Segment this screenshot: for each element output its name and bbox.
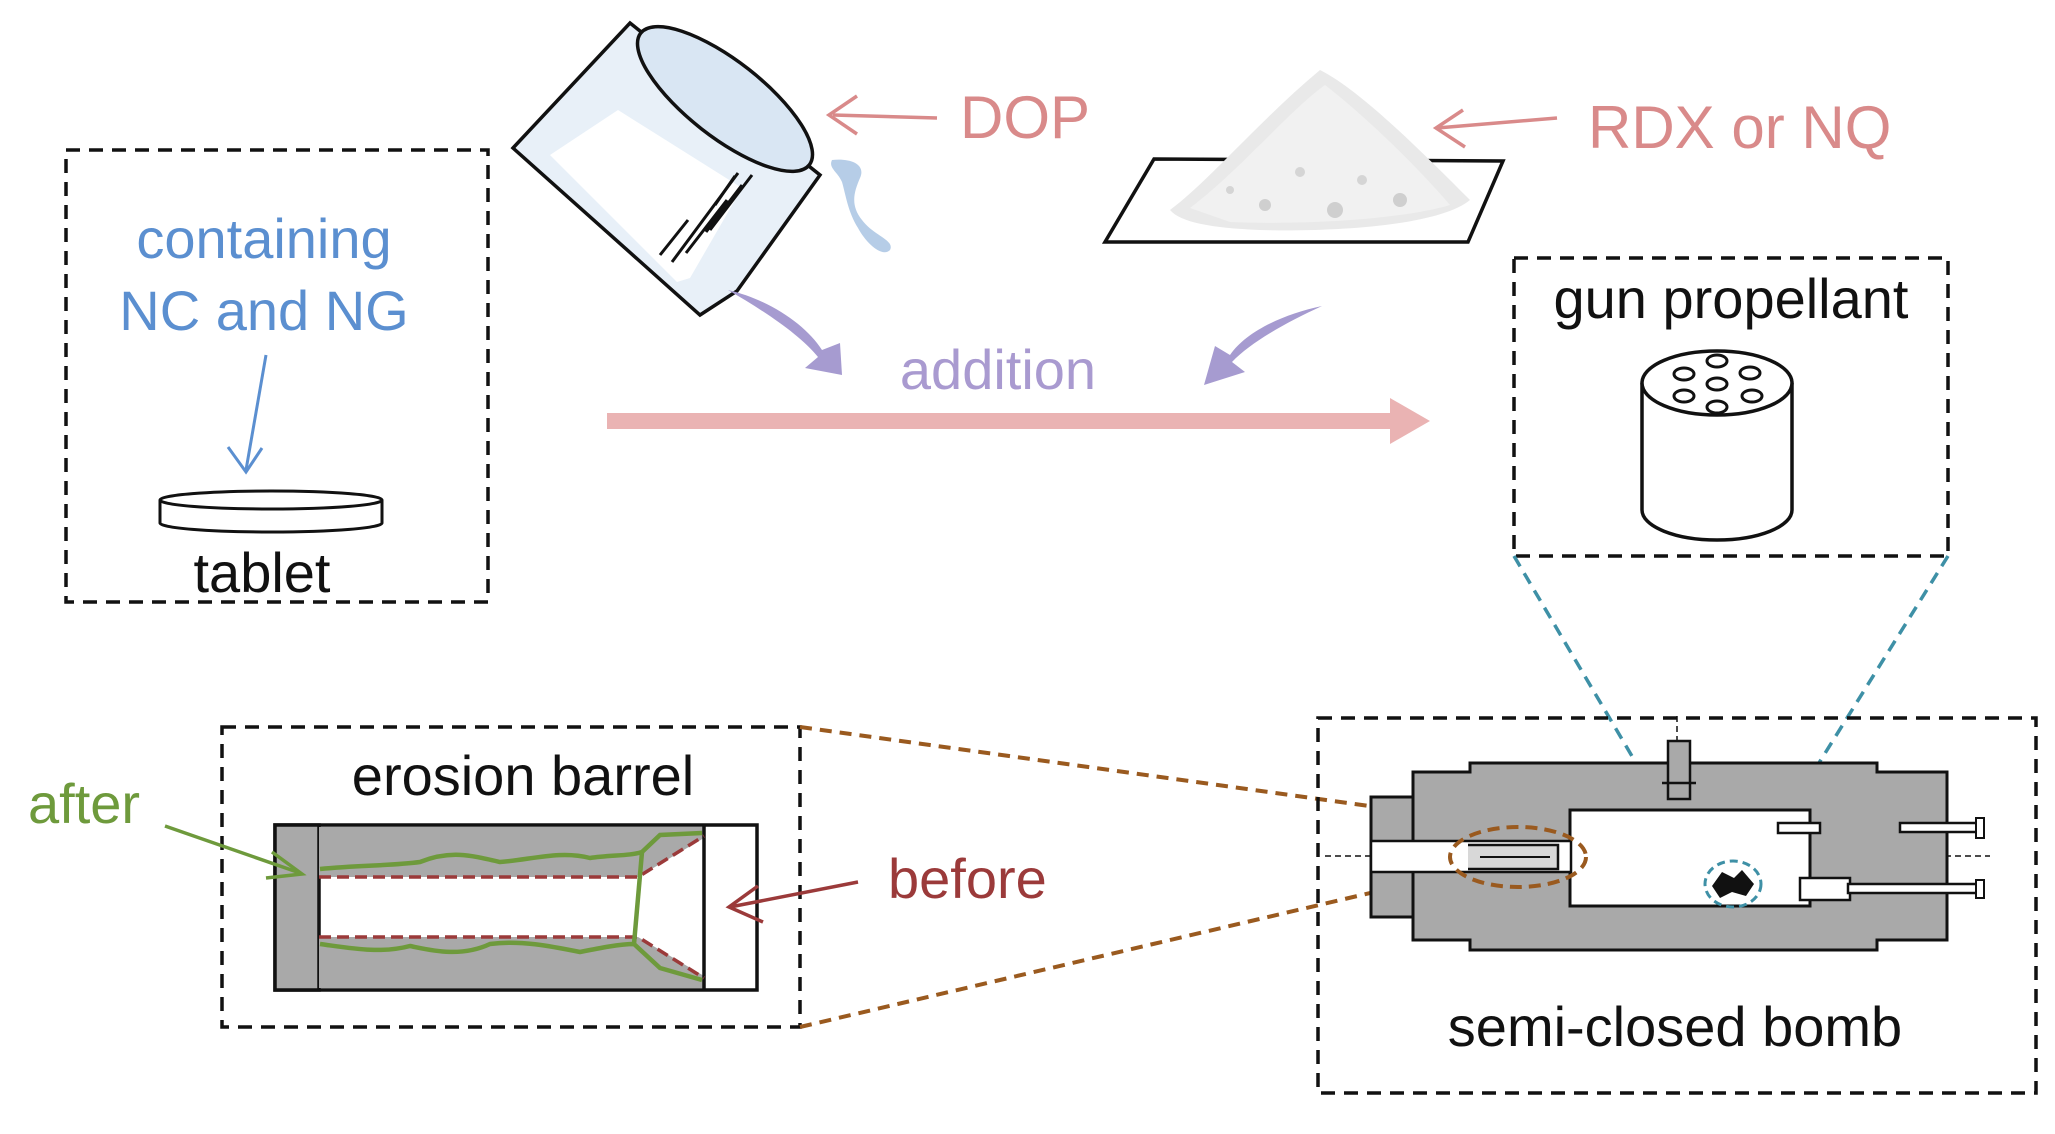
erosion-barrel-label: erosion barrel <box>352 744 694 807</box>
main-process-arrow <box>607 398 1430 444</box>
tablet-label: tablet <box>194 541 331 604</box>
gun-propellant-label: gun propellant <box>1554 267 1909 330</box>
erosion-barrel-box: erosion barrel <box>220 725 802 1029</box>
propellant-grain-icon <box>1640 349 1794 542</box>
rdx-pointer <box>1432 108 1558 149</box>
before-label: before <box>888 847 1047 910</box>
left-curved-arrow <box>728 290 842 375</box>
containing-label-line1: containing <box>136 207 391 270</box>
after-label: after <box>28 772 140 835</box>
containing-label-line2: NC and NG <box>119 279 408 342</box>
after-pointer <box>164 824 307 880</box>
addition-label: addition <box>900 338 1096 401</box>
zoom-lines-orange <box>799 725 1471 1029</box>
before-pointer <box>725 880 859 924</box>
semi-closed-bomb-box: semi-closed bomb <box>1316 716 2038 1095</box>
dop-label: DOP <box>960 84 1090 151</box>
rdx-pile-icon <box>1101 70 1506 244</box>
rdx-label: RDX or NQ <box>1588 94 1891 161</box>
tablet-icon <box>158 489 384 534</box>
gun-propellant-box: gun propellant <box>1512 256 1950 558</box>
containing-arrow <box>244 354 268 471</box>
barrel-icon <box>273 823 759 992</box>
bomb-apparatus-icon <box>1325 716 1990 952</box>
beaker-icon <box>510 20 891 318</box>
containing-arrowhead <box>226 446 264 475</box>
right-curved-arrow <box>1204 306 1322 385</box>
tablet-box: containing NC and NG tablet <box>64 148 490 604</box>
dop-pointer <box>825 94 938 136</box>
semi-closed-bomb-label: semi-closed bomb <box>1448 995 1902 1058</box>
